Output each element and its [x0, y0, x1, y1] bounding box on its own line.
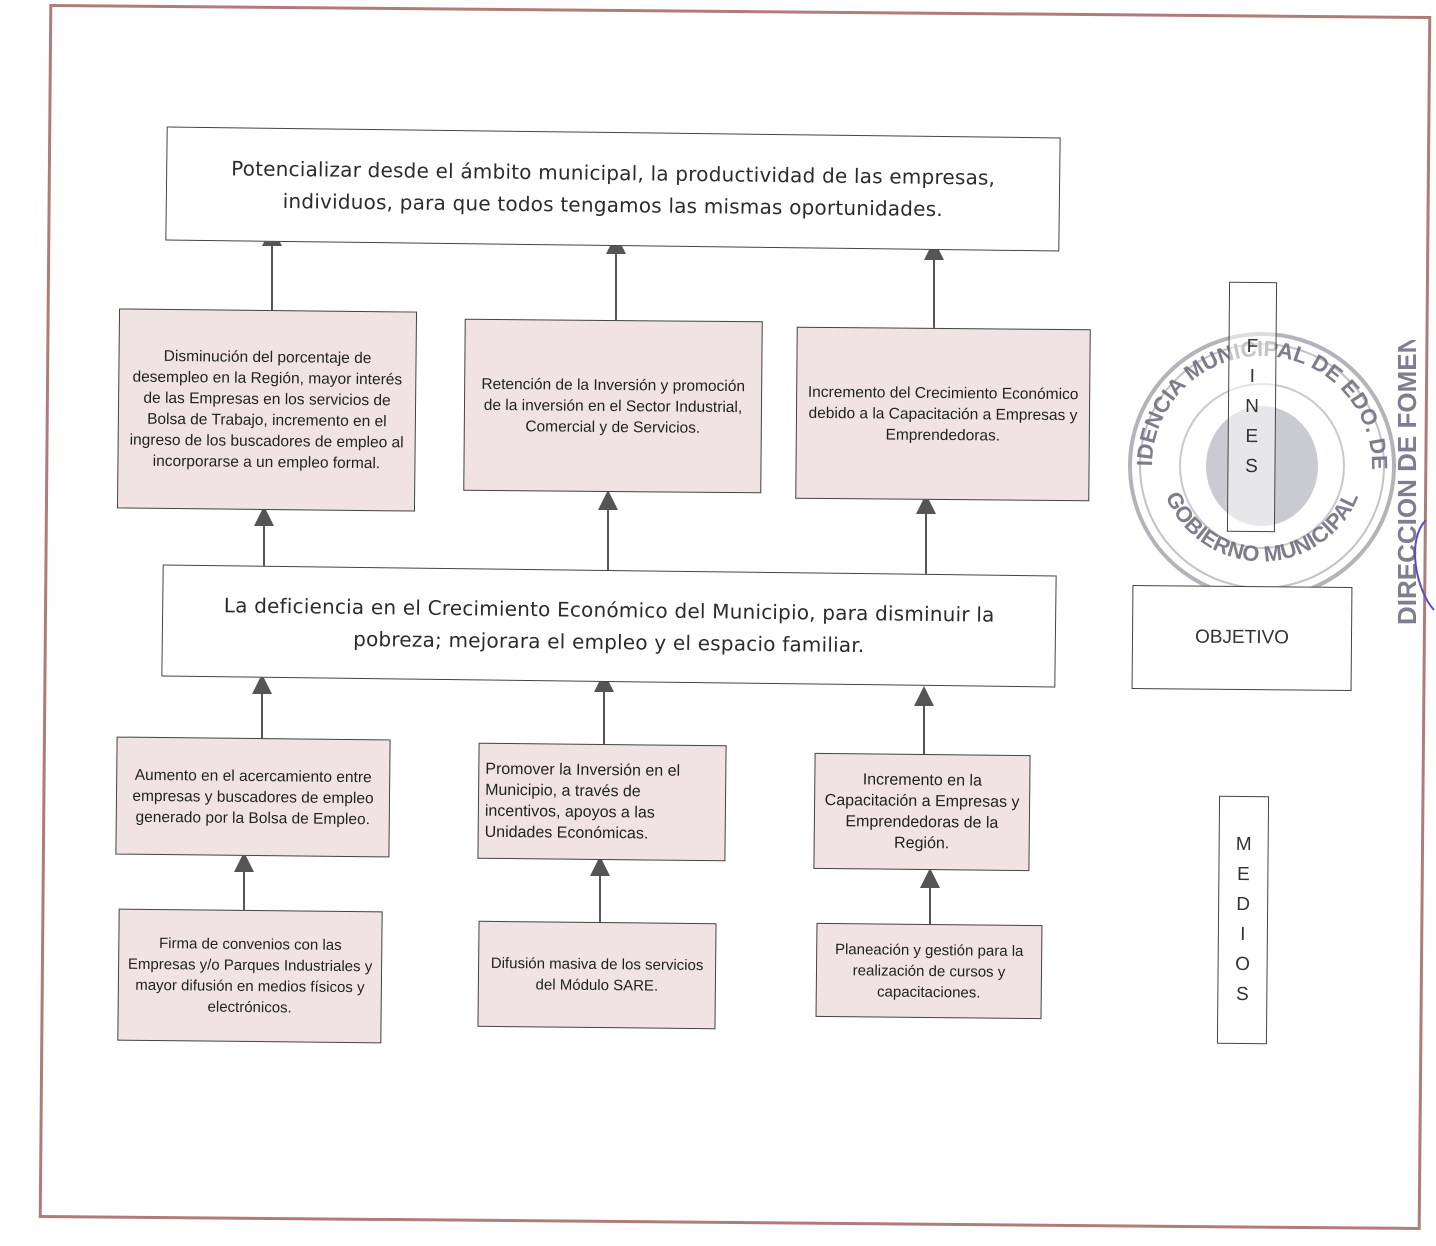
fines-letter: N — [1245, 395, 1259, 418]
medios-letter: O — [1235, 953, 1251, 976]
fines-letter: I — [1249, 365, 1255, 388]
objetivo-label: OBJETIVO — [1131, 585, 1353, 691]
activity-text-1: Firma de convenios con las Empresas y/o … — [127, 935, 373, 1017]
end-text-3: Incremento del Crecimiento Económico deb… — [807, 383, 1079, 444]
signature-ink — [1414, 519, 1435, 611]
goal-box: Potencializar desde el ámbito municipal,… — [165, 126, 1061, 252]
component-box-training: Incremento en la Capacitación a Empresas… — [813, 752, 1031, 872]
department-stamp: DIRECCION DE FOMENTO — [1392, 340, 1435, 625]
medios-letter: M — [1235, 833, 1252, 856]
end-text-1: Disminución del porcentaje de desempleo … — [129, 347, 404, 473]
problem-text: La deficiencia en el Crecimiento Económi… — [223, 593, 995, 658]
end-text-2: Retención de la Inversión y promoción de… — [481, 375, 746, 437]
department-stamp-text: DIRECCION DE FOMENTO — [1392, 340, 1422, 625]
end-box-investment: Retención de la Inversión y promoción de… — [463, 318, 763, 494]
activity-text-2: Difusión masiva de los servicios del Mód… — [490, 954, 704, 995]
activity-text-3: Planeación y gestión para la realización… — [834, 940, 1024, 1002]
component-text-3: Incremento en la Capacitación a Empresas… — [824, 771, 1020, 853]
component-text-2: Promover la Inversión en el Municipio, a… — [484, 760, 681, 843]
end-box-employment: Disminución del porcentaje de desempleo … — [116, 308, 418, 512]
activity-box-agreements: Firma de convenios con las Empresas y/o … — [117, 908, 383, 1044]
goal-text: Potencializar desde el ámbito municipal,… — [231, 156, 996, 222]
fines-letter: S — [1245, 455, 1258, 478]
medios-letter: E — [1236, 863, 1250, 886]
fines-letter: E — [1245, 425, 1259, 448]
activity-box-sare: Difusión masiva de los servicios del Mód… — [477, 920, 717, 1030]
medios-label: M E D I O S — [1216, 795, 1270, 1045]
medios-letter: I — [1240, 923, 1246, 946]
fines-letter: F — [1246, 335, 1259, 358]
problem-box: La deficiencia en el Crecimiento Económi… — [161, 564, 1057, 688]
medios-letter: D — [1236, 893, 1251, 916]
component-text-1: Aumento en el acercamiento entre empresa… — [132, 766, 374, 828]
medios-letter: S — [1235, 983, 1249, 1006]
component-box-investment: Promover la Inversión en el Municipio, a… — [477, 742, 727, 862]
component-box-employment: Aumento en el acercamiento entre empresa… — [115, 736, 391, 858]
objetivo-text: OBJETIVO — [1194, 626, 1290, 649]
end-box-growth: Incremento del Crecimiento Económico deb… — [795, 326, 1091, 502]
activity-box-courses: Planeación y gestión para la realización… — [815, 922, 1043, 1020]
fines-label: F I N E S — [1226, 281, 1278, 533]
